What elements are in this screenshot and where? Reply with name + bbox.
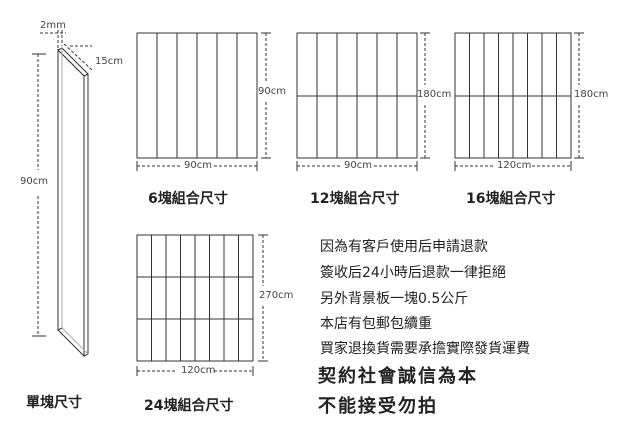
combo24-dimensions [136, 234, 268, 376]
single-height-dimension [32, 53, 46, 337]
motto-line: 不能接受勿拍 [318, 396, 438, 417]
single-width-label: 15cm [95, 56, 123, 67]
single-caption: 單塊尺寸 [26, 395, 82, 411]
note-line: 另外背景板一塊0.5公斤 [320, 291, 469, 307]
combo12-height-label: 180cm [417, 89, 452, 100]
note-line: 簽收后24小時后退款一律拒絕 [320, 265, 506, 281]
combo24-height-label: 270cm [259, 290, 294, 301]
single-thickness-label: 2mm [40, 20, 66, 31]
combo24-width-label: 120cm [181, 365, 216, 376]
combo24-grid [136, 234, 254, 362]
combo12-dimensions [296, 32, 430, 171]
combo6-width-label: 90cm [184, 160, 212, 171]
combo12-grid [296, 32, 418, 159]
combo16-grid [454, 32, 572, 159]
combo16-dimensions [454, 32, 584, 171]
combo6-height-label: 90cm [258, 86, 286, 97]
note-line: 買家退換貨需要承擔實際發貨運費 [320, 341, 530, 357]
combo12-width-label: 90cm [344, 160, 372, 171]
combo16-caption: 16塊組合尺寸 [466, 191, 556, 207]
note-line: 本店有包郵包續重 [320, 316, 432, 332]
single-width-dimension [63, 43, 93, 71]
note-line: 因為有客戶使用后申請退款 [320, 239, 488, 255]
single-height-label: 90cm [20, 176, 48, 187]
combo12-caption: 12塊組合尺寸 [310, 191, 400, 207]
combo6-caption: 6塊組合尺寸 [148, 191, 228, 207]
combo24-caption: 24塊組合尺寸 [144, 398, 234, 414]
combo6-grid [136, 32, 258, 159]
combo16-width-label: 120cm [497, 160, 532, 171]
single-thickness-dimension [40, 30, 66, 48]
motto-line: 契約社會誠信為本 [318, 366, 478, 387]
combo16-height-label: 180cm [574, 89, 609, 100]
single-panel-drawing [57, 47, 89, 358]
combo6-dimensions [136, 32, 271, 171]
